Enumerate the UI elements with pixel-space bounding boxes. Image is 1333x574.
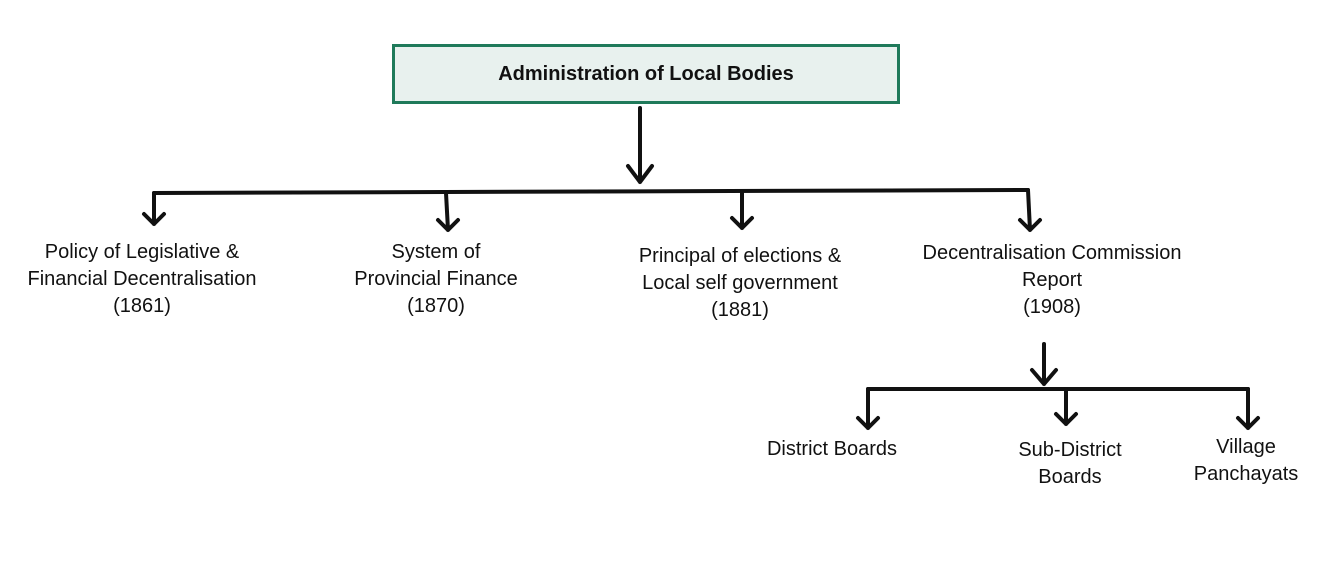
label-line: (1861): [113, 295, 171, 317]
branch-arrow-4: [1018, 188, 1042, 232]
label-line: Provincial Finance: [354, 268, 518, 290]
sub-arrow-3: [1236, 387, 1260, 430]
label-line: Village: [1216, 436, 1276, 458]
branch-label-elections: Principal of elections & Local self gove…: [639, 243, 841, 324]
label-line: (1908): [1023, 296, 1081, 318]
sub-label-district-boards: District Boards: [767, 436, 897, 463]
label-line: Policy of Legislative &: [44, 241, 240, 263]
sub-label-sub-district-boards: Sub-District Boards: [1018, 437, 1121, 491]
sub-arrow-2: [1054, 387, 1078, 426]
label-line: Boards: [1038, 466, 1102, 488]
label-line: Sub-District: [1018, 439, 1122, 461]
label-line: District Boards: [766, 438, 898, 460]
branch-arrow-3: [730, 190, 754, 230]
branch-label-legislative: Policy of Legislative & Financial Decent…: [27, 239, 256, 320]
root-title: Administration of Local Bodies: [498, 62, 794, 85]
label-line: Panchayats: [1193, 463, 1299, 485]
branch-arrow-1: [142, 191, 166, 226]
label-line: Report: [1021, 269, 1083, 291]
sub-stem-arrow: [1030, 342, 1058, 386]
label-line: Local self government: [642, 272, 838, 294]
branch-label-provincial-finance: System of Provincial Finance (1870): [354, 239, 517, 320]
label-line: (1881): [711, 299, 769, 321]
label-line: Principal of elections &: [638, 245, 842, 267]
label-line: System of: [391, 241, 481, 263]
root-arrow: [626, 106, 654, 184]
label-line: (1870): [407, 295, 465, 317]
main-bar: [152, 188, 1030, 195]
branch-arrow-2: [436, 191, 460, 232]
label-line: Decentralisation Commission: [922, 242, 1182, 264]
root-node: Administration of Local Bodies: [392, 44, 900, 104]
label-line: Financial Decentralisation: [27, 268, 257, 290]
sub-label-village-panchayats: Village Panchayats: [1194, 434, 1299, 488]
sub-arrow-1: [856, 387, 880, 430]
branch-label-decentralisation-report: Decentralisation Commission Report (1908…: [923, 240, 1182, 321]
